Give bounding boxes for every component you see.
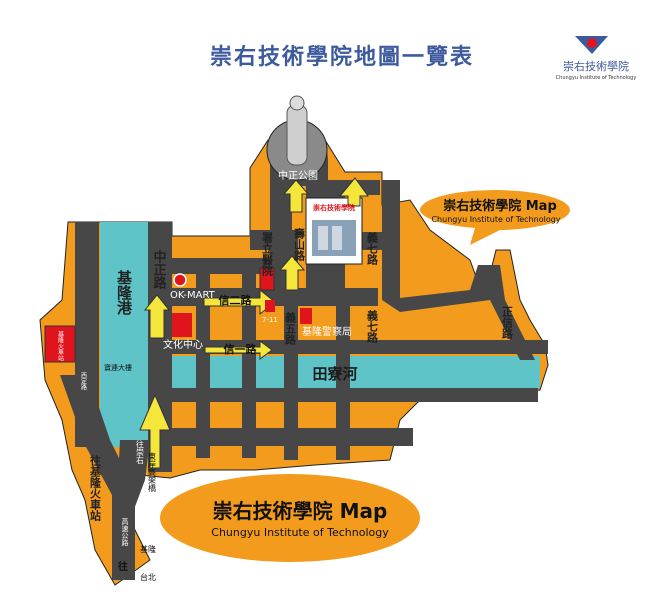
route-arrows bbox=[139, 177, 369, 469]
keelung-port-label: 基隆港 bbox=[115, 269, 133, 316]
left-building-marker bbox=[44, 325, 76, 363]
hotel-label: 寶連大樓 bbox=[104, 363, 132, 372]
zhengxin-road-label: 正信路 bbox=[501, 306, 514, 340]
xinyi-road-label: 信一路 bbox=[224, 342, 258, 356]
campus-block bbox=[305, 197, 363, 265]
tianliao-river-water bbox=[170, 356, 540, 388]
left-building-label: 基隆火車站 bbox=[57, 330, 64, 362]
east-coast-expressway-label: 東岸高架橋 bbox=[148, 451, 157, 493]
to-label: 往 bbox=[118, 560, 128, 573]
culture-center-label: 文化中心 bbox=[163, 338, 203, 351]
zhongzheng-park-statue bbox=[266, 95, 328, 181]
callout-large-subtitle: Chungyu Institute of Technology bbox=[211, 526, 389, 539]
taipei-label: 台北 bbox=[140, 572, 156, 582]
to-chungyu-label: 往崇右 bbox=[136, 439, 145, 465]
seven-eleven-label: 7-11 bbox=[262, 316, 278, 324]
xiner-road-label: 信二路 bbox=[219, 293, 253, 307]
callout-large-title: 崇右技術學院 Map bbox=[213, 499, 388, 523]
okmart-icon bbox=[173, 273, 187, 287]
to-keelung-station-label: 往基隆火車站 bbox=[89, 454, 103, 522]
callout-small-bubble bbox=[419, 190, 570, 245]
logo-english: Chungyu Institute of Technology bbox=[556, 75, 637, 81]
yiqi-road-lower-label: 義七路 bbox=[366, 309, 379, 344]
police-label: 基隆警察局 bbox=[302, 325, 352, 338]
station-road-label: 西定路 bbox=[80, 372, 87, 391]
callout-large-bubble bbox=[160, 474, 420, 562]
seven-eleven-marker bbox=[265, 300, 275, 312]
school-sign-label: 崇右技術學院 bbox=[313, 203, 355, 212]
culture-center-marker bbox=[172, 313, 192, 337]
freeway-label: 高速公路 bbox=[121, 517, 129, 547]
callout-small-subtitle: Chungyu Institute of Technology bbox=[431, 215, 560, 224]
hospital-label: 署立醫院 bbox=[261, 232, 275, 277]
keelung-port-water-lower bbox=[100, 360, 148, 447]
zhongzheng-park-label: 中正公園 bbox=[278, 169, 318, 182]
police-marker bbox=[300, 308, 312, 324]
zhongzheng-road-label: 中正路 bbox=[151, 249, 167, 289]
yiqi-road-upper-label: 義七路 bbox=[366, 231, 379, 266]
shoushan-road-label: 壽山路 bbox=[293, 227, 306, 262]
callout-small-title: 崇右技術學院 Map bbox=[443, 198, 557, 214]
logo-name: 崇右技術學院 bbox=[563, 59, 629, 73]
yiwu-road-label: 義五路 bbox=[284, 311, 297, 346]
okmart-label: OK-MART bbox=[170, 290, 216, 301]
keelung-label: 基隆 bbox=[140, 544, 156, 554]
map-title: 崇右技術學院地圖一覽表 bbox=[210, 44, 474, 70]
tianliao-river-label: 田寮河 bbox=[312, 365, 357, 383]
hospital-marker bbox=[259, 267, 275, 291]
logo-emblem bbox=[575, 36, 608, 54]
